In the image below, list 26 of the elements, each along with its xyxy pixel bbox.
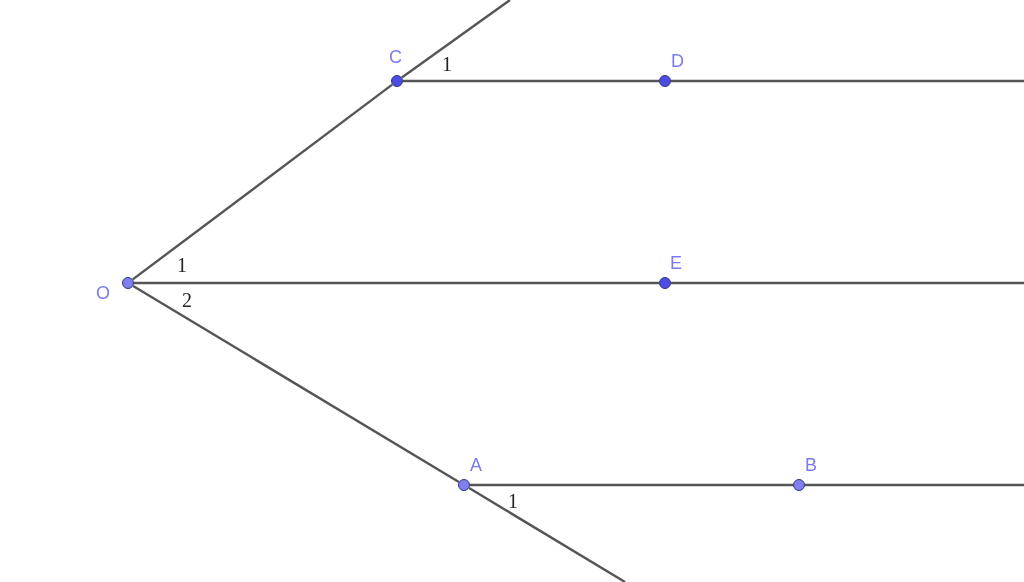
point-marker [793,479,805,491]
point-label: E [670,254,682,272]
line-segment [132,83,393,281]
line-segment [671,281,1024,285]
line-segment [132,285,460,483]
line-segment [403,79,659,83]
line-segment [401,0,511,79]
line-segment [134,281,659,285]
line-segment [468,487,626,582]
point-marker [391,75,403,87]
point-marker [458,479,470,491]
angle-label: 1 [508,491,518,511]
angle-label: 1 [177,255,187,275]
line-segment [671,79,1024,83]
point-label: A [470,456,482,474]
angle-label: 1 [442,54,452,74]
point-marker [659,75,671,87]
point-label: O [96,284,110,302]
point-marker [659,277,671,289]
point-marker [122,277,134,289]
point-label: D [671,52,684,70]
angle-label: 2 [182,290,192,310]
line-segment [470,483,793,487]
point-label: C [389,48,402,66]
line-segment [805,483,1024,487]
point-label: B [805,456,817,474]
